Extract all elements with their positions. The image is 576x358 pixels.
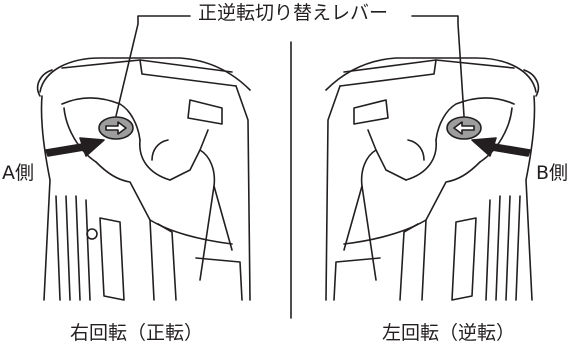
arrow-left-icon <box>471 137 531 157</box>
lever-title: 正逆転切り替えレバー <box>198 2 389 24</box>
lever-arrow-left-icon <box>453 121 475 135</box>
lever-arrow-right-icon <box>105 121 127 135</box>
forward-rotation-caption: 右回転（正転） <box>70 322 204 344</box>
right-drill-body <box>325 57 540 301</box>
side-b-label: B側 <box>536 162 569 184</box>
left-lever <box>98 116 134 140</box>
reverse-rotation-caption: 左回転（逆転） <box>382 322 516 344</box>
leader-lines <box>115 15 465 117</box>
right-lever <box>446 116 482 140</box>
arrow-right-icon <box>45 137 105 157</box>
side-a-label: A側 <box>2 162 34 184</box>
left-drill-body <box>36 57 251 301</box>
